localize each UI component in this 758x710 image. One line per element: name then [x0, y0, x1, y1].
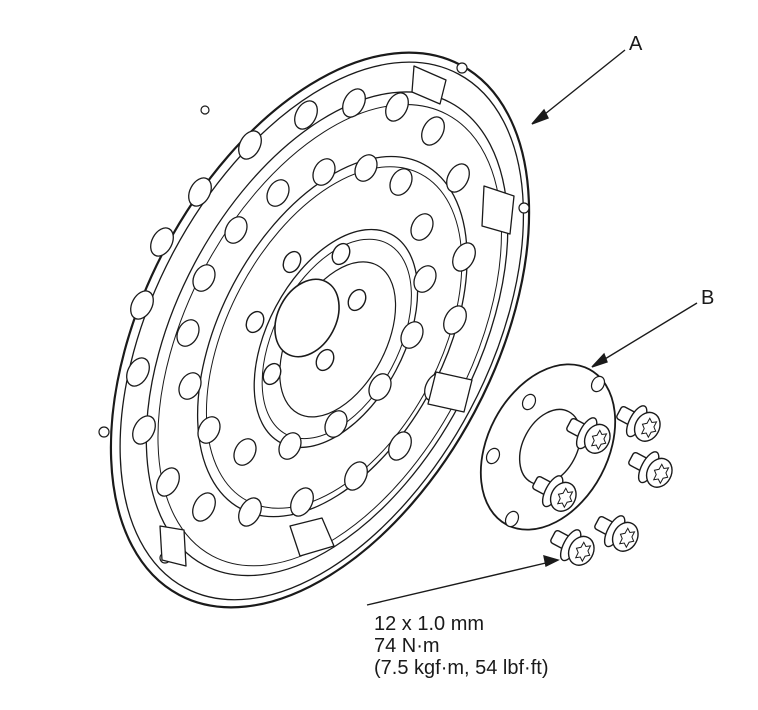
bolt	[532, 475, 577, 512]
rim-tabs	[159, 65, 515, 567]
bolt-size: 12 x 1.0 mm	[374, 613, 485, 635]
arrow-b	[591, 352, 608, 368]
bolt	[566, 417, 611, 454]
inner-ring-holes	[176, 154, 437, 466]
bolt	[628, 451, 673, 488]
leader-a	[539, 49, 626, 119]
torque-value-alt: (7.5 kgf·m, 54 lbf·ft)	[374, 657, 549, 679]
arrow-a	[531, 108, 549, 125]
crankshaft-bolt-holes	[245, 242, 367, 386]
washer-plate	[479, 363, 617, 531]
bolt	[616, 405, 661, 442]
leader-b	[599, 302, 698, 363]
center-bore	[274, 278, 340, 358]
torque-value-nm: 74 N·m	[374, 635, 440, 657]
leader-torque	[366, 561, 551, 606]
leader-lines	[366, 49, 698, 606]
torque-spec: 12 x 1.0 mm 74 N·m (7.5 kgf·m, 54 lbf·ft…	[374, 613, 549, 679]
bolt	[550, 529, 595, 566]
flywheel-bolts	[532, 405, 673, 566]
callout-a: A	[629, 33, 643, 55]
callout-b: B	[701, 287, 715, 309]
outer-ring-holes	[126, 88, 476, 527]
arrow-torque	[543, 555, 560, 568]
bolt	[594, 515, 639, 552]
